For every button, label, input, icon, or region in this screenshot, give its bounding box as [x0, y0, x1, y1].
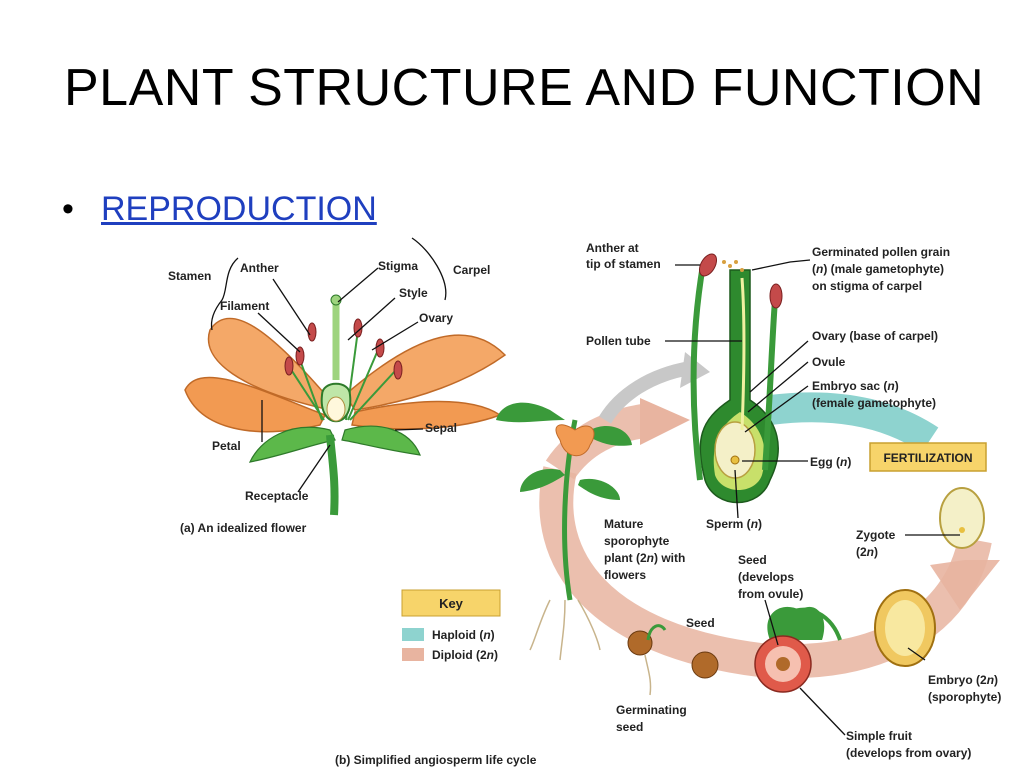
label-mature-2: sporophyte	[604, 534, 670, 548]
germinating-seed	[627, 624, 667, 696]
label-germinating-1: Germinating	[616, 703, 687, 717]
label-receptacle: Receptacle	[245, 489, 309, 503]
label-ovary-base: Ovary (base of carpel)	[812, 329, 938, 343]
reproduction-link[interactable]: REPRODUCTION	[101, 190, 377, 228]
slide-title: PLANT STRUCTURE AND FUNCTION	[64, 59, 985, 117]
label-embryo-sac-1: Embryo sac (n)	[812, 379, 899, 393]
label-fruit-1: Simple fruit	[846, 729, 912, 743]
label-anther-at-tip-2: tip of stamen	[586, 257, 661, 271]
label-sepal: Sepal	[425, 421, 457, 435]
label-egg: Egg (n)	[810, 455, 851, 469]
label-fruit-2: (develops from ovary)	[846, 746, 971, 760]
label-carpel: Carpel	[453, 263, 490, 277]
caption-life-cycle: (b) Simplified angiosperm life cycle	[335, 753, 537, 767]
label-mature-4: flowers	[604, 568, 646, 582]
bullet-marker: •	[62, 190, 74, 228]
legend-key: Key Haploid (n) Diploid (2n)	[401, 589, 501, 662]
key-diploid: Diploid (2n)	[432, 648, 498, 662]
label-mature-3: plant (2n) with	[604, 551, 685, 565]
key-swatch-diploid	[402, 648, 424, 661]
label-ovary: Ovary	[419, 311, 453, 325]
label-stamen: Stamen	[168, 269, 211, 283]
label-zygote-1: Zygote	[856, 528, 896, 542]
label-style: Style	[399, 286, 428, 300]
mature-sporophyte-plant	[496, 402, 632, 661]
key-title: Key	[439, 596, 464, 611]
label-anther: Anther	[240, 261, 279, 275]
label-pollen-tube: Pollen tube	[586, 334, 651, 348]
label-seed-develops-3: from ovule)	[738, 587, 803, 601]
fertilization-label: FERTILIZATION	[883, 451, 972, 465]
key-swatch-haploid	[402, 628, 424, 641]
seed-illustration	[691, 651, 719, 679]
label-embryo-1: Embryo (2n)	[928, 673, 998, 687]
label-pollen-grain-2: (n) (male gametophyte)	[812, 262, 944, 276]
label-stigma: Stigma	[378, 259, 418, 273]
label-mature-1: Mature	[604, 517, 644, 531]
label-seed-develops-2: (develops	[738, 570, 794, 584]
life-cycle-leader-lines	[665, 259, 960, 736]
label-zygote-2: (2n)	[856, 545, 878, 559]
simple-fruit	[754, 606, 842, 693]
idealized-flower-illustration	[184, 294, 507, 516]
label-anther-at-tip-1: Anther at	[586, 241, 639, 255]
label-sperm: Sperm (n)	[706, 517, 762, 531]
caption-idealized-flower: (a) An idealized flower	[180, 521, 307, 535]
label-pollen-grain-1: Germinated pollen grain	[812, 245, 950, 259]
zygote-ovule	[939, 487, 985, 549]
label-embryo-sac-2: (female gametophyte)	[812, 396, 936, 410]
label-petal: Petal	[212, 439, 241, 453]
carpel-closeup	[690, 253, 783, 504]
haploid-band	[768, 392, 939, 453]
label-filament: Filament	[220, 299, 269, 313]
diploid-arrowhead	[640, 398, 690, 445]
label-embryo-2: (sporophyte)	[928, 690, 1001, 704]
flower-leader-lines	[210, 237, 447, 493]
label-seed: Seed	[686, 616, 715, 630]
label-germinating-2: seed	[616, 720, 643, 734]
fertilization-box	[869, 442, 987, 472]
label-ovule: Ovule	[812, 355, 846, 369]
label-seed-develops-1: Seed	[738, 553, 767, 567]
label-pollen-grain-3: on stigma of carpel	[812, 279, 922, 293]
key-haploid: Haploid (n)	[432, 628, 495, 642]
